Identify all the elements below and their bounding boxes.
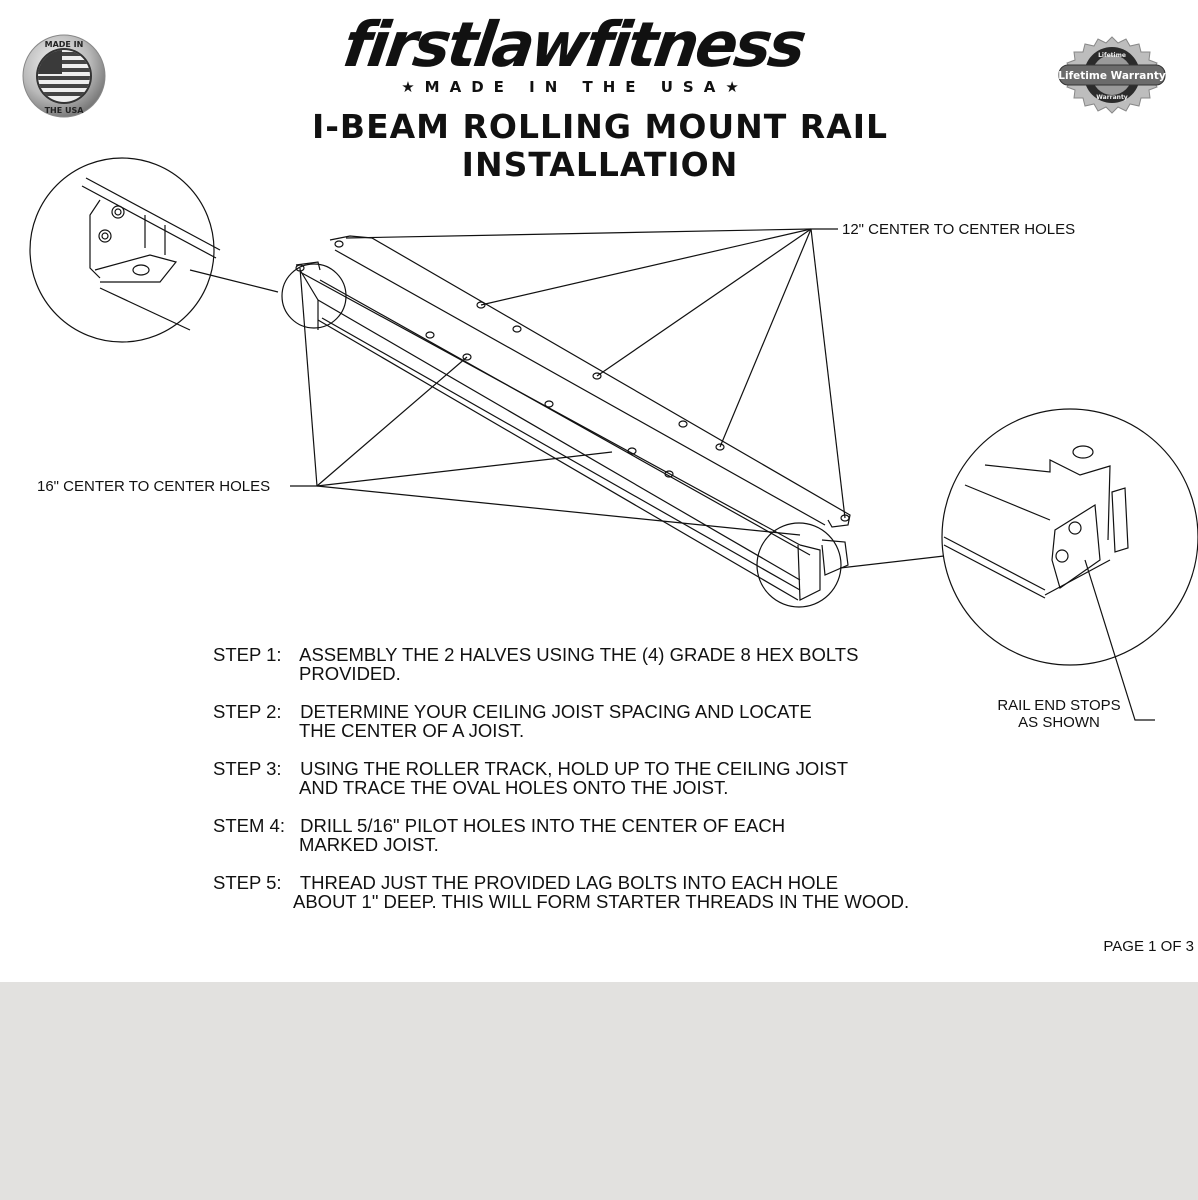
svg-text:Lifetime: Lifetime — [1098, 52, 1126, 59]
step-text: ASSEMBLY THE 2 HALVES USING THE (4) GRAD… — [299, 644, 859, 665]
step-3: STEP 3: USING THE ROLLER TRACK, HOLD UP … — [213, 759, 973, 797]
rail-body — [295, 235, 851, 601]
svg-text:Warranty: Warranty — [1096, 94, 1128, 101]
callout-rail-end-stops: RAIL END STOPS AS SHOWN — [984, 697, 1134, 731]
leader-16in — [290, 267, 801, 536]
step-label: STEP 2: — [213, 701, 282, 722]
step-text: DETERMINE YOUR CEILING JOIST SPACING AND… — [300, 701, 812, 722]
svg-text:MADE IN: MADE IN — [45, 40, 84, 49]
step-4: STEM 4: DRILL 5/16" PILOT HOLES INTO THE… — [213, 816, 973, 854]
title-line-2: INSTALLATION — [461, 145, 739, 184]
svg-text:Lifetime Warranty: Lifetime Warranty — [1058, 70, 1166, 82]
brand-tagline: ★MADE IN THE USA★ — [401, 78, 749, 96]
callout-12in-holes: 12" CENTER TO CENTER HOLES — [842, 221, 1076, 238]
step-text: USING THE ROLLER TRACK, HOLD UP TO THE C… — [300, 758, 849, 779]
step-text-cont: ABOUT 1" DEEP. THIS WILL FORM STARTER TH… — [293, 891, 910, 912]
leader-12in — [345, 228, 846, 519]
step-text: DRILL 5/16" PILOT HOLES INTO THE CENTER … — [300, 815, 786, 836]
step-2: STEP 2: DETERMINE YOUR CEILING JOIST SPA… — [213, 702, 973, 740]
warranty-seal-icon: Lifetime Warranty Lifetime Warranty — [1058, 36, 1166, 114]
left-detail-circle — [29, 157, 279, 343]
step-text-cont: PROVIDED. — [299, 663, 401, 684]
step-5: STEP 5: THREAD JUST THE PROVIDED LAG BOL… — [213, 873, 973, 911]
rail-end-line-1: RAIL END STOPS — [997, 697, 1121, 714]
instruction-steps: STEP 1: ASSEMBLY THE 2 HALVES USING THE … — [213, 645, 973, 930]
step-text-cont: THE CENTER OF A JOIST. — [299, 720, 525, 741]
usa-flag-seal-icon: MADE IN THE USA — [22, 34, 106, 118]
step-1: STEP 1: ASSEMBLY THE 2 HALVES USING THE … — [213, 645, 973, 683]
step-label: STEM 4: — [213, 815, 285, 836]
step-label: STEP 5: — [213, 872, 282, 893]
svg-text:THE USA: THE USA — [45, 106, 85, 115]
callout-16in-holes: 16" CENTER TO CENTER HOLES — [37, 478, 271, 495]
rail-end-line-2: AS SHOWN — [1018, 714, 1100, 731]
step-text: THREAD JUST THE PROVIDED LAG BOLTS INTO … — [299, 872, 839, 893]
page-title: I-BEAM ROLLING MOUNT RAIL INSTALLATION — [230, 108, 970, 184]
instruction-page: MADE IN THE USA Lifetime Warranty Lifeti… — [0, 0, 1198, 982]
rail-diagram — [29, 157, 1198, 721]
step-text-cont: AND TRACE THE OVAL HOLES ONTO THE JOIST. — [299, 777, 729, 798]
title-line-1: I-BEAM ROLLING MOUNT RAIL — [311, 107, 889, 146]
page-number: PAGE 1 OF 3 — [1103, 938, 1194, 955]
right-detail-circle — [839, 408, 1198, 721]
step-text-cont: MARKED JOIST. — [299, 834, 439, 855]
step-label: STEP 1: — [213, 644, 282, 665]
step-label: STEP 3: — [213, 758, 282, 779]
